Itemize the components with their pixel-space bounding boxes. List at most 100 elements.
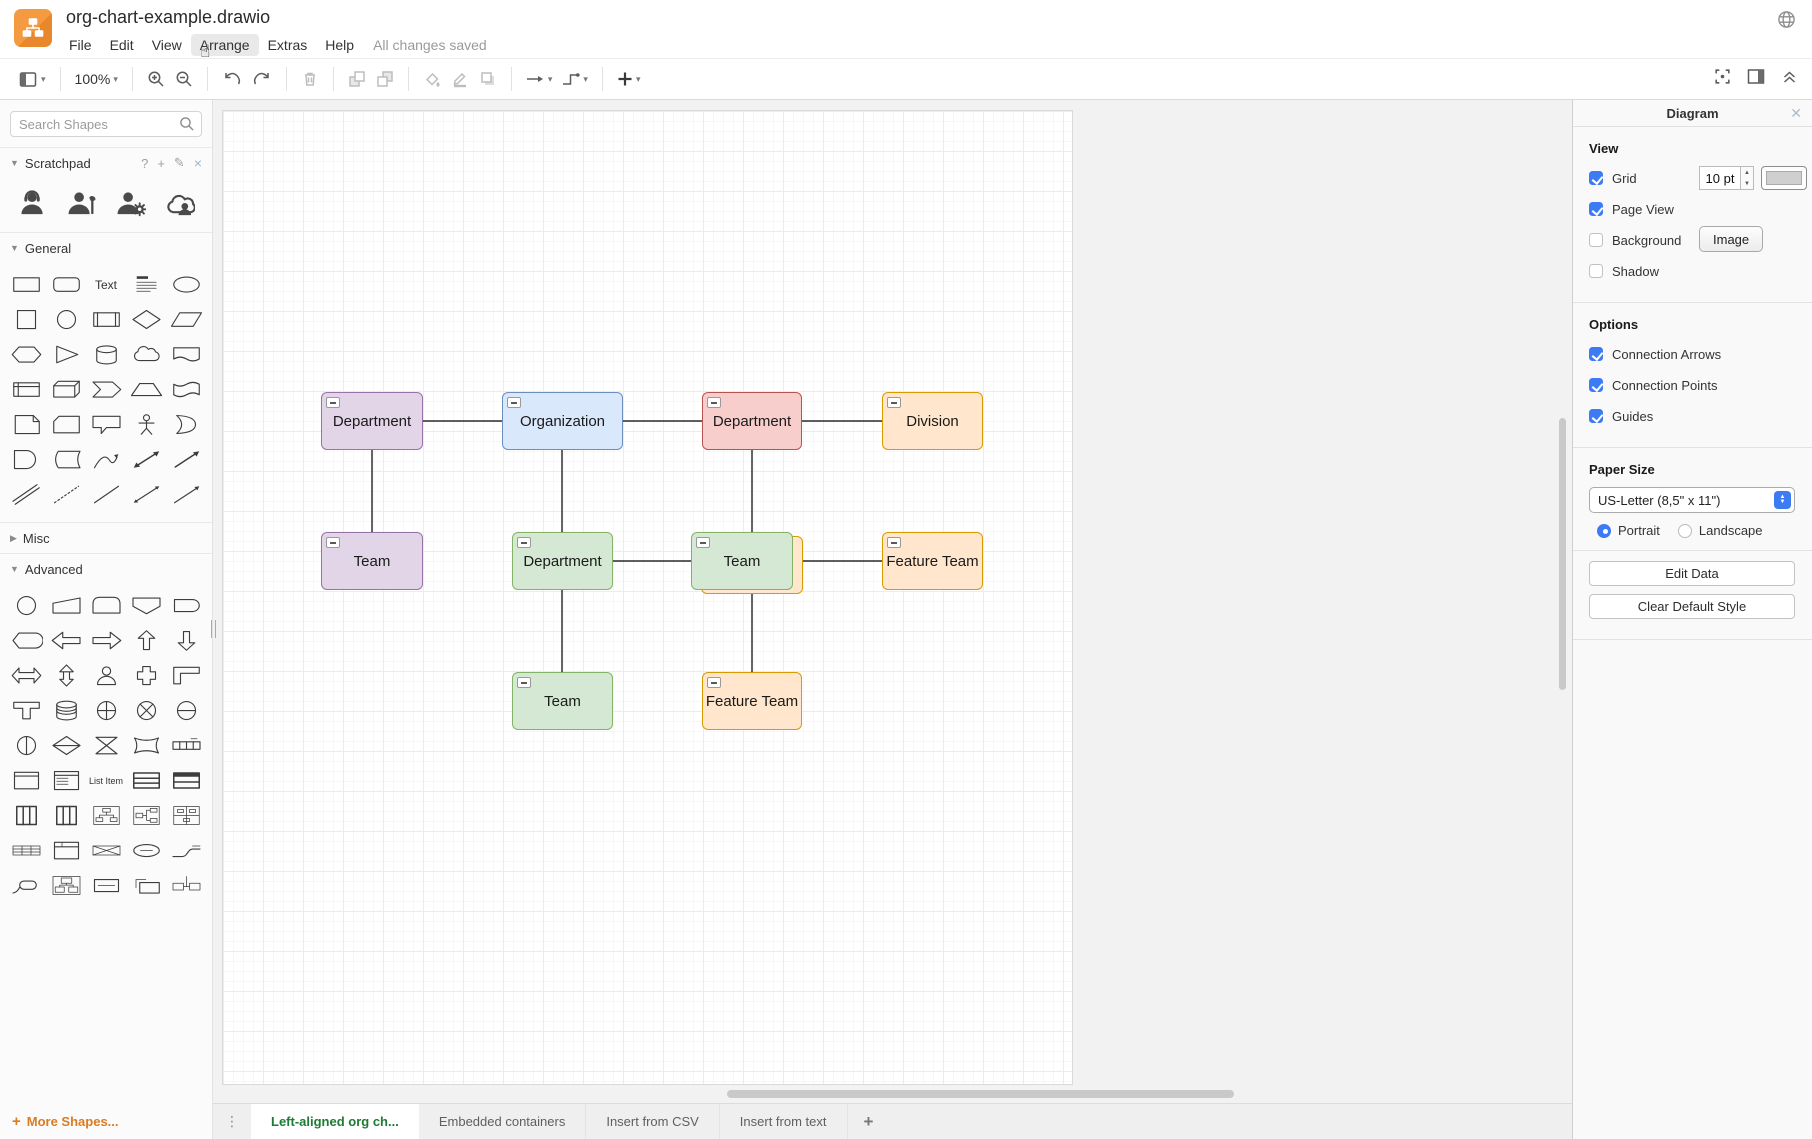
shape-down-arrow[interactable] <box>166 623 206 658</box>
shape-cylinder[interactable] <box>86 337 126 372</box>
shape-table-rows[interactable] <box>126 763 166 798</box>
section-advanced[interactable]: ▼ Advanced <box>0 554 212 584</box>
shape-tee[interactable] <box>6 693 46 728</box>
shape-org-chart[interactable] <box>86 798 126 833</box>
diagram-node-team[interactable]: Team <box>691 532 793 590</box>
grid-size-input[interactable] <box>1699 166 1741 190</box>
shape-v-double-arrow[interactable] <box>46 658 86 693</box>
shape-step[interactable] <box>86 372 126 407</box>
diagram-node-team[interactable]: Team <box>321 532 423 590</box>
section-misc[interactable]: ▶ Misc <box>0 523 212 553</box>
collapse-icon[interactable] <box>507 397 521 408</box>
shape-circle[interactable] <box>46 302 86 337</box>
page-view-checkbox[interactable] <box>1589 202 1603 216</box>
shadow-button[interactable] <box>474 66 502 92</box>
zoom-in-button[interactable] <box>142 66 170 92</box>
waypoint-style-button[interactable]: ▾ <box>557 67 593 91</box>
vertical-scrollbar[interactable] <box>1559 418 1566 690</box>
shape-dotted-line[interactable] <box>46 477 86 512</box>
page-tab-1[interactable]: Left-aligned org ch... <box>251 1104 419 1139</box>
to-front-button[interactable] <box>343 66 371 92</box>
shape-division-container[interactable] <box>126 868 166 903</box>
shape-circle-cross[interactable] <box>126 693 166 728</box>
collapse-icon[interactable] <box>887 397 901 408</box>
section-general[interactable]: ▼ General <box>0 233 212 263</box>
shape-parallelogram[interactable] <box>166 302 206 337</box>
redo-button[interactable] <box>247 67 277 91</box>
shape-sub-topic[interactable] <box>6 868 46 903</box>
shape-internal-storage[interactable] <box>6 372 46 407</box>
format-panel-toggle-button[interactable] <box>1747 68 1766 90</box>
page-tab-2[interactable]: Embedded containers <box>419 1104 587 1139</box>
shape-window[interactable] <box>6 763 46 798</box>
shape-rectangle[interactable] <box>6 267 46 302</box>
menu-item-file[interactable]: File <box>69 37 92 53</box>
close-icon[interactable]: ✕ <box>1790 105 1802 121</box>
shape-container[interactable] <box>46 833 86 868</box>
edit-data-button[interactable]: Edit Data <box>1589 561 1795 586</box>
shape-table-header[interactable] <box>166 763 206 798</box>
shape-triangle[interactable] <box>46 337 86 372</box>
shape-central-idea[interactable] <box>126 833 166 868</box>
fill-color-button[interactable] <box>418 66 446 92</box>
background-image-button[interactable]: Image <box>1699 226 1764 252</box>
paper-size-select[interactable]: US-Letter (8,5" x 11") ▲▼ <box>1589 487 1795 513</box>
shape-and[interactable] <box>6 442 46 477</box>
collapse-icon[interactable] <box>887 537 901 548</box>
shape-list-item[interactable]: List Item <box>88 775 123 786</box>
shape-trapezoid[interactable] <box>126 372 166 407</box>
search-shapes-input[interactable] <box>10 111 202 137</box>
shape-callout[interactable] <box>86 407 126 442</box>
shape-text[interactable]: Text <box>94 277 117 292</box>
undo-button[interactable] <box>217 67 247 91</box>
menu-item-arrange[interactable]: Arrange <box>190 34 259 56</box>
shape-tree-horizontal[interactable] <box>126 798 166 833</box>
shape-columns[interactable] <box>6 798 46 833</box>
clear-default-style-button[interactable]: Clear Default Style <box>1589 594 1795 619</box>
diagram-node-organization[interactable]: Organization <box>502 392 623 450</box>
guides-checkbox[interactable] <box>1589 409 1603 423</box>
shape-square[interactable] <box>6 302 46 337</box>
shape-diamond-line[interactable] <box>46 728 86 763</box>
grid-color-button[interactable] <box>1761 166 1807 190</box>
to-back-button[interactable] <box>371 66 399 92</box>
pages-menu-icon[interactable]: ⋮ <box>225 1113 239 1129</box>
shape-cloud[interactable] <box>126 337 166 372</box>
shape-list[interactable] <box>46 763 86 798</box>
diagram-node-feature-team[interactable]: Feature Team <box>882 532 983 590</box>
language-globe-icon[interactable] <box>1777 10 1796 34</box>
shape-left-arrow[interactable] <box>46 623 86 658</box>
shape-manual-input[interactable] <box>46 588 86 623</box>
shape-document[interactable] <box>166 337 206 372</box>
scratchpad-header[interactable]: ▼ Scratchpad ? + ✎ × <box>0 148 212 178</box>
shape-user[interactable] <box>86 658 126 693</box>
shape-columns-2[interactable] <box>46 798 86 833</box>
shape-loop-limit[interactable] <box>126 588 166 623</box>
scratchpad-edit-icon[interactable]: ✎ <box>173 155 185 170</box>
collapse-icon[interactable] <box>517 677 531 688</box>
delete-button[interactable] <box>296 66 324 92</box>
shape-data-store[interactable] <box>46 693 86 728</box>
scratchpad-help-icon[interactable]: ? <box>141 155 149 171</box>
shape-cross[interactable] <box>126 658 166 693</box>
collapse-icon[interactable] <box>326 397 340 408</box>
shape-hourglass[interactable] <box>86 728 126 763</box>
shape-display[interactable] <box>6 623 46 658</box>
shape-h-double-arrow[interactable] <box>6 658 46 693</box>
shape-tape[interactable] <box>166 372 206 407</box>
shape-circle2[interactable] <box>6 588 46 623</box>
shape-tree-nodes[interactable] <box>166 868 206 903</box>
shape-up-arrow[interactable] <box>126 623 166 658</box>
shape-or[interactable] <box>166 407 206 442</box>
shape-rounded-rectangle[interactable] <box>46 267 86 302</box>
scratchpad-item-settings-person[interactable] <box>106 184 155 222</box>
collapse-icon[interactable] <box>707 397 721 408</box>
shape-half-pill[interactable] <box>166 588 206 623</box>
shape-circle-vertical[interactable] <box>6 728 46 763</box>
page-tab-4[interactable]: Insert from text <box>720 1104 848 1139</box>
fit-page-button[interactable] <box>1713 67 1732 91</box>
scratchpad-item-support-person[interactable] <box>8 184 57 222</box>
shape-concave-rect[interactable] <box>126 728 166 763</box>
diagram-node-department[interactable]: Department <box>512 532 613 590</box>
